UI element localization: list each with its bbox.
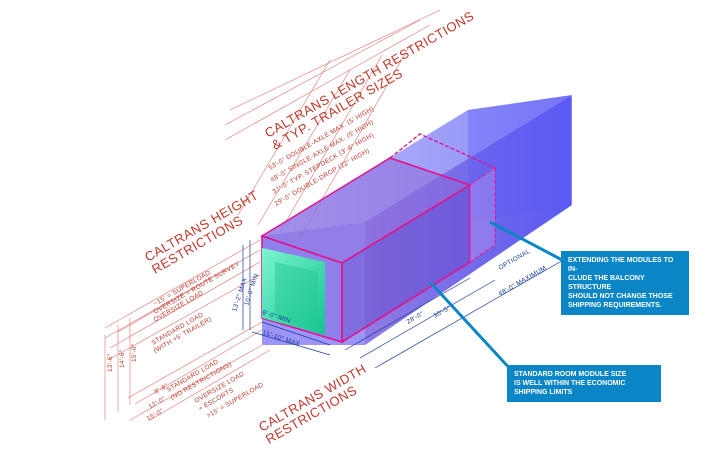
width-value-8-6: 8'-6" — [154, 382, 170, 395]
height-restrictions-title: CALTRANS HEIGHT RESTRICTIONS — [142, 185, 271, 276]
height-value-14-6: 14'-6" — [119, 349, 126, 368]
callout-leader-balcony — [489, 220, 567, 264]
length-dim-30-5: 30'-5" — [433, 304, 453, 319]
length-dim-48-max: 48'-0" MAXIMUM — [498, 265, 548, 298]
callout-room: STANDARD ROOM MODULE SIZE IS WELL WITHIN… — [507, 365, 661, 402]
width-restrictions-title: CALTRANS WIDTH RESTRICTIONS — [256, 359, 379, 447]
height-value-15-0: 15'-0" — [131, 343, 138, 362]
callout-leader-room — [428, 280, 515, 374]
width-value-12-0: 12'-0" — [148, 395, 168, 410]
dimension-lines — [242, 240, 573, 369]
room-module — [260, 133, 497, 344]
module-height-min: 10'-0" MIN — [243, 273, 260, 307]
height-value-13-6: 13'-6" — [107, 353, 114, 372]
callout-balcony: EXTENDING THE MODULES TO IN- CLUDE THE B… — [561, 251, 689, 315]
